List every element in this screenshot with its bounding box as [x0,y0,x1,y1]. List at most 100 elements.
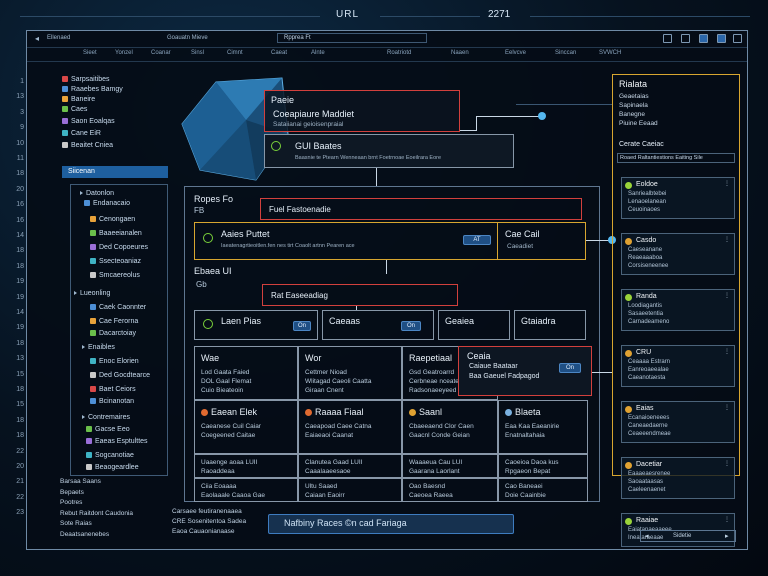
window-icon-5[interactable] [733,34,742,43]
footer-item[interactable]: Carsaee feutiranenaaea [172,508,242,515]
tab-5[interactable]: Caeat [271,50,288,56]
tree-item[interactable]: Eaeas Esptulttes [86,438,148,445]
tree-item[interactable]: Smcaereolus [90,272,140,279]
tree-item[interactable]: Caes [62,106,87,113]
tree-item[interactable]: Gacse Eeo [86,426,130,433]
section1-row[interactable]: Aaies Puttet Iaeatenagrtieoitlen.fen nes… [194,222,586,260]
gui-card[interactable]: GUI Baates Baasnie te Ptearn Wenneaan br… [264,134,514,168]
more-icon[interactable]: ⋮ [724,461,730,467]
tree-item[interactable]: Endanacaio [84,200,130,207]
row3-card-0-button[interactable]: On [293,321,311,331]
tree-item[interactable]: Contremaires [82,414,130,421]
tree-item[interactable]: Sogcanotiae [86,452,134,459]
row3-card-3[interactable]: Gtaiadra [514,310,586,340]
tree-item[interactable]: Cae Ferorna [90,318,138,325]
status-button[interactable] [268,514,514,534]
section2-banner[interactable]: Rat Easeeadiag [262,284,458,306]
tree-item[interactable]: Datonlon [80,190,114,197]
row3-card-2[interactable]: Geaiea [438,310,510,340]
tree-item[interactable]: Caek Caonnter [90,304,146,311]
tree-item[interactable]: Sarpsaitibes [62,76,110,83]
tree-item[interactable]: Ded Copoeures [90,244,148,251]
tab-7[interactable]: Roatriotd [387,50,412,56]
more-icon[interactable]: ⋮ [724,181,730,187]
tab-4[interactable]: Cimnt [227,50,243,56]
tree-item[interactable]: Baet Ceiors [90,386,136,393]
tree-item[interactable]: Enaibles [82,344,115,351]
tab-8[interactable]: Naaen [451,50,469,56]
right-panel-item-3[interactable]: Piuine Eeaad [619,120,658,127]
tree-item-selected[interactable]: Siicenan [62,166,168,178]
right-panel-banner[interactable]: Roaed Raltantiestions Eaiting Sile [617,153,735,163]
tree-item[interactable]: Beaogeardlee [86,464,139,471]
more-icon[interactable]: ⋮ [724,237,730,243]
tree-item[interactable]: Ded Gocdtearce [90,372,150,379]
row3-card-1-button[interactable]: On [401,321,421,331]
tree-item[interactable]: Baneire [62,96,95,103]
footer-item[interactable]: Barsaa Saans [60,478,101,485]
tree-item[interactable]: Bcinanotan [90,398,134,405]
footer-item[interactable]: Rebut Raitdont Caudonia [60,509,133,517]
more-icon[interactable]: ⋮ [724,405,730,411]
tree-item[interactable]: Raaebes Bamgy [62,86,123,93]
footer-item[interactable]: Deaatsanenebes [60,530,110,538]
back-icon[interactable]: ◂ [35,34,40,43]
tree-item[interactable]: Beaitet Cniea [62,142,113,149]
tab-2[interactable]: Coanar [151,50,171,56]
right-panel-item-2[interactable]: Banegne [619,111,646,118]
right-footer-label[interactable]: Sidetie [673,533,692,539]
section1-row-button[interactable]: AT [463,235,491,245]
footer-item[interactable]: Bepaets [60,488,84,496]
top-card[interactable]: Paeie Coeapiaure Maddiet Sataiianai geio… [264,90,460,132]
more-icon[interactable]: ⋮ [724,349,730,355]
window-icon-3[interactable] [699,34,708,43]
right-panel-item-1[interactable]: Sapinaela [619,102,648,109]
right-arrow-icon[interactable]: ▸ [725,533,729,540]
tree-item[interactable]: Baaeeianalen [90,230,142,237]
tree-item[interactable]: Cenongaen [90,216,135,223]
section1-banner[interactable]: Fuel Fastoenadie [260,198,582,220]
left-arrow-icon[interactable]: ◂ [645,533,649,540]
footer-item[interactable]: Eaoa Cauaonianaase [172,528,235,535]
tree-item[interactable]: Saon Eoalqas [62,118,115,125]
breadcrumb[interactable]: Goauatn Mieve [167,35,208,41]
footer-item[interactable]: Sote Raias [60,520,92,527]
window-icon-4[interactable] [717,34,726,43]
tab-1[interactable]: Yonzel [115,50,133,56]
footer-item[interactable]: Pootres [60,499,83,506]
tree-item[interactable]: Dacarctoiay [90,330,136,337]
tree-item[interactable]: Ssecteoaniaz [90,258,141,265]
tab-11[interactable]: SVWCH [599,50,622,56]
tab-9[interactable]: Eelvcve [505,50,527,56]
window-icon-1[interactable] [663,34,672,43]
tree-item[interactable]: Cane EiR [62,130,101,137]
row3-card-1[interactable]: Caeaas On [322,310,434,340]
more-icon[interactable]: ⋮ [724,517,730,523]
tree-item[interactable]: Enoc Elorien [90,358,139,365]
tab-6[interactable]: Alnte [311,50,325,56]
right-panel-item-0[interactable]: Geaetaias [619,93,649,100]
more-icon[interactable]: ⋮ [724,293,730,299]
popup-button[interactable]: On [559,363,581,373]
tree-item[interactable]: Lueonling [74,290,110,297]
tab-3[interactable]: Sinsl [191,50,205,56]
